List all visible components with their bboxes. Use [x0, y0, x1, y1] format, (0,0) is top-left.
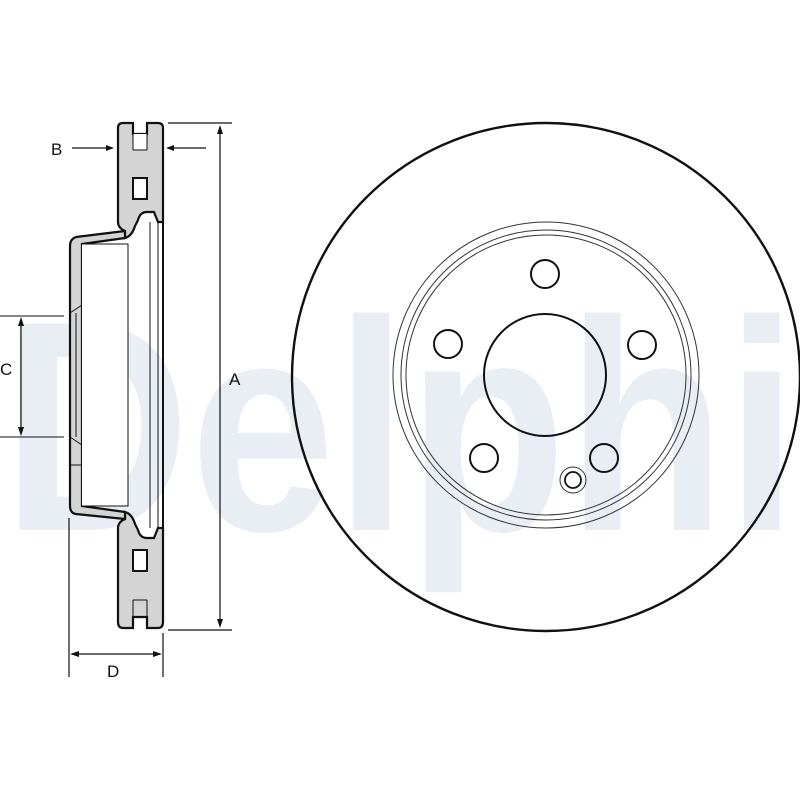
bolt-hole-5 [589, 443, 619, 473]
label-d: D [107, 662, 119, 681]
locating-hole-outer [559, 466, 587, 494]
label-c: C [0, 360, 12, 379]
dimension-c: C [0, 315, 64, 438]
vent-slot-upper [132, 177, 148, 200]
bolt-hole-4 [469, 443, 499, 473]
bolt-hole-3 [627, 330, 657, 360]
section-hat [68, 229, 127, 521]
hub-ring-middle [400, 229, 692, 521]
dimension-a: A [168, 122, 241, 631]
cross-section-view [68, 121, 165, 630]
front-view [290, 121, 800, 633]
vent-slot-lower [132, 549, 148, 572]
dimension-b: B [51, 140, 206, 159]
bolt-hole-2 [433, 329, 463, 359]
label-b: B [51, 140, 62, 159]
center-bore [483, 313, 607, 437]
hub-ring-inner [405, 234, 687, 516]
disc-outer-edge [290, 121, 800, 633]
label-a: A [229, 370, 241, 389]
locating-hole-inner [564, 471, 582, 489]
bolt-hole-1 [530, 259, 560, 289]
dimension-d: D [68, 518, 164, 681]
hub-ring-outer [392, 221, 700, 529]
